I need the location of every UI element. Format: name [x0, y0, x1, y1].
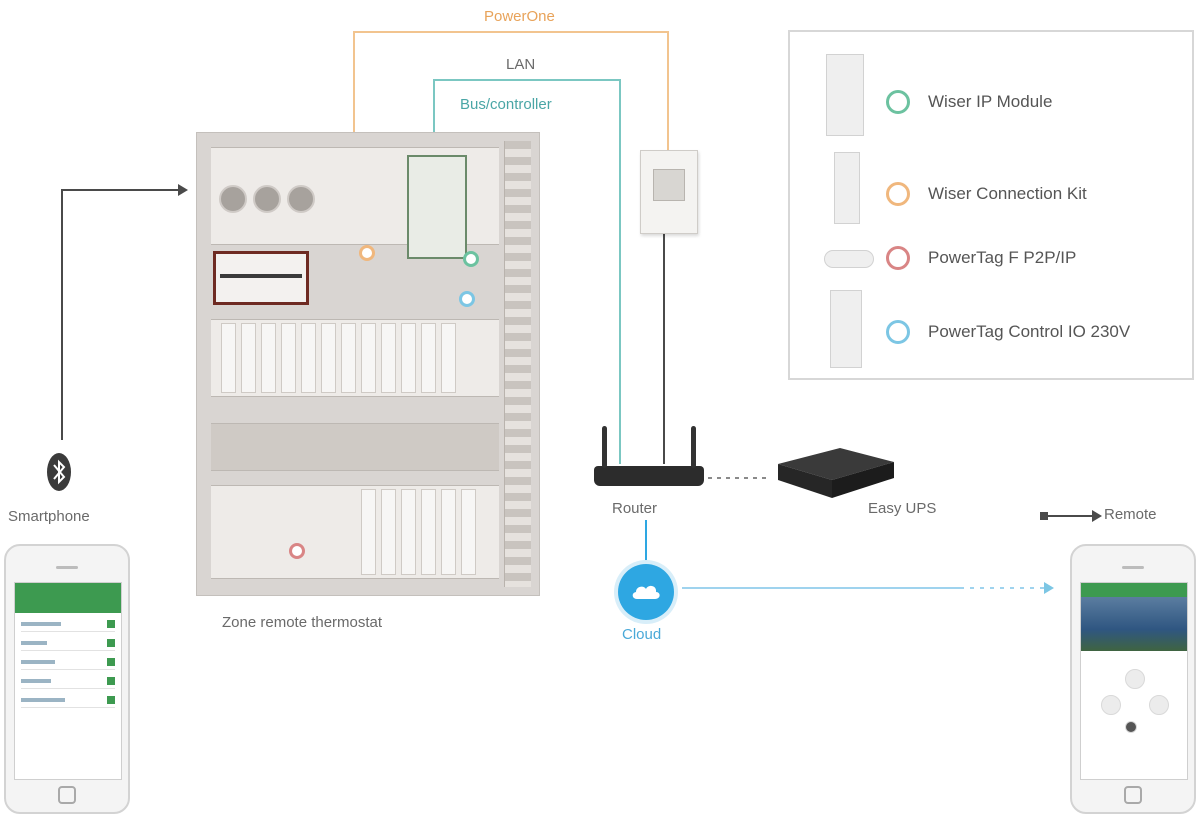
legend-item: Wiser Connection Kit — [790, 152, 1192, 226]
ip-module-image — [826, 54, 864, 136]
din-rail-lower — [211, 423, 499, 471]
legend-item: Wiser IP Module — [790, 54, 1192, 138]
meter-dial — [253, 185, 281, 213]
distribution-board — [196, 132, 540, 596]
ups-label: Easy UPS — [868, 500, 937, 517]
remote-label: Remote — [1104, 506, 1157, 523]
bluetooth-arrow-head — [178, 184, 188, 196]
home-button — [1124, 786, 1142, 804]
remote-arrow-head — [1092, 510, 1102, 522]
connection-kit-icon — [886, 182, 910, 206]
powerline-label: PowerOne — [484, 8, 555, 25]
legend-label: PowerTag Control IO 230V — [928, 322, 1131, 341]
home-button — [58, 786, 76, 804]
cloud-icon — [618, 564, 674, 620]
powertag-control-icon — [886, 320, 910, 344]
remote-app-screen — [1080, 582, 1188, 780]
lan-label: LAN — [506, 56, 536, 73]
control-center — [1125, 721, 1137, 733]
ip-module-tag-icon — [463, 251, 479, 267]
panel-caption: Zone remote thermostat — [222, 614, 383, 631]
connection-kit-tag-icon — [359, 245, 375, 261]
powertag-tag-icon — [289, 543, 305, 559]
camera-view — [1081, 597, 1187, 651]
meter-dial — [287, 185, 315, 213]
smartphone-local — [4, 544, 130, 814]
powertag-control-tag-icon — [459, 291, 475, 307]
connection-kit-image — [834, 152, 860, 224]
legend-label: PowerTag F P2P/IP — [928, 248, 1077, 267]
legend-label: Wiser IP Module — [928, 92, 1053, 111]
cloud-label: Cloud — [622, 626, 662, 643]
local-app-screen — [14, 582, 122, 780]
control-left — [1101, 695, 1121, 715]
app-header-bar — [15, 583, 121, 613]
bluetooth-icon — [47, 453, 71, 491]
ups-device — [778, 448, 894, 498]
router-label: Router — [612, 500, 658, 517]
legend-item: PowerTag F P2P/IP — [790, 246, 1192, 276]
powertag-control-image — [830, 290, 862, 368]
control-up — [1125, 669, 1145, 689]
bus-label: Bus/controller — [460, 96, 552, 113]
powerline-wire — [353, 31, 669, 150]
app-header-bar — [1081, 583, 1187, 597]
router-device — [594, 426, 704, 486]
meter-dial — [219, 185, 247, 213]
control-right — [1149, 695, 1169, 715]
wall-thermostat — [640, 150, 698, 234]
connection-kit-module — [213, 251, 309, 305]
side-terminal-rail — [504, 141, 531, 587]
legend-item: PowerTag Control IO 230V — [790, 290, 1192, 370]
legend-label: Wiser Connection Kit — [928, 184, 1087, 203]
bluetooth-arrow-line — [61, 189, 178, 440]
cloud-phone-arrow — [1044, 582, 1054, 594]
wiser-ip-module-image — [407, 155, 467, 259]
remote-arrow-tail — [1040, 512, 1048, 520]
thermostat-screen — [653, 169, 685, 201]
bus-wire — [433, 79, 621, 464]
din-rail-bottom — [211, 485, 499, 579]
smartphone-remote — [1070, 544, 1196, 814]
ip-module-icon — [886, 90, 910, 114]
legend-box: Wiser IP Module Wiser Connection Kit Pow… — [788, 30, 1194, 380]
din-rail-middle — [211, 319, 499, 397]
powertag-image — [824, 250, 874, 268]
powertag-icon — [886, 246, 910, 270]
bluetooth-label: Smartphone — [8, 508, 90, 525]
